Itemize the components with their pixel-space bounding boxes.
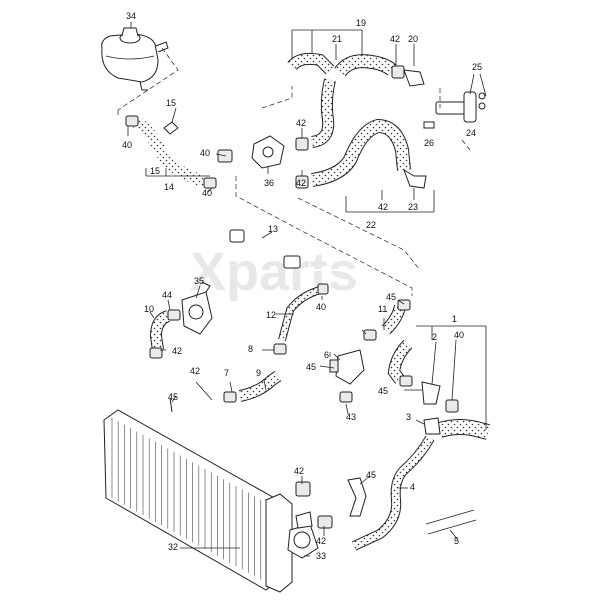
hose-2 <box>387 339 413 384</box>
hose-1 <box>437 419 490 440</box>
clamp <box>423 417 441 435</box>
callout-label: 24 <box>466 128 476 138</box>
callout-label: 11 <box>378 304 387 314</box>
callout-label: 8 <box>248 344 253 354</box>
callout-label: 40 <box>454 330 464 340</box>
flange-24 <box>423 91 486 129</box>
connector-20 <box>403 69 425 87</box>
connector-23 <box>403 168 427 189</box>
callout-label: 42 <box>390 34 400 44</box>
callout-label: 12 <box>266 310 276 320</box>
callout-label: 32 <box>168 542 178 552</box>
callout-label: 9 <box>256 368 261 378</box>
clamp <box>399 375 413 387</box>
callout-label: 21 <box>332 34 342 44</box>
callout-label: 45 <box>378 386 388 396</box>
connector-15 <box>163 121 179 135</box>
callout-label: 40 <box>316 302 326 312</box>
clamp <box>167 309 181 321</box>
callout-label: 22 <box>366 220 376 230</box>
callout-label: 4 <box>410 482 415 492</box>
callout-label: 35 <box>194 276 204 286</box>
callout-label: 42 <box>190 366 200 376</box>
callout-label: 33 <box>316 551 326 561</box>
pipe-13 <box>211 189 361 285</box>
pump-33 <box>287 511 319 559</box>
callout-label: 15 <box>150 166 160 176</box>
callout-label: 23 <box>408 202 418 212</box>
callout-label: 26 <box>424 138 434 148</box>
clamp <box>273 343 287 355</box>
callout-label: 13 <box>268 224 278 234</box>
callout-label: 42 <box>316 536 326 546</box>
clamp <box>391 65 405 79</box>
pipe-8 <box>157 359 227 404</box>
callout-label: 45 <box>386 292 396 302</box>
callout-label: 42 <box>294 466 304 476</box>
hose-12 <box>278 286 322 342</box>
hose-3 <box>351 435 435 551</box>
callout-label: 7 <box>224 368 229 378</box>
callout-label: 2 <box>432 332 437 342</box>
clamp <box>317 283 329 295</box>
callout-label: 15 <box>166 98 176 108</box>
callout-label: 45 <box>366 470 376 480</box>
callout-label: 40 <box>122 140 132 150</box>
clamp <box>397 299 411 311</box>
clamp <box>363 329 377 341</box>
callout-label: 42 <box>296 118 306 128</box>
clamp <box>339 391 353 403</box>
clamp <box>203 177 217 189</box>
callout-label: 40 <box>200 148 210 158</box>
clamp <box>317 515 333 529</box>
connector-6 <box>329 349 365 385</box>
clamp <box>295 481 311 497</box>
callout-label: 25 <box>472 62 482 72</box>
callout-label: 42 <box>378 202 388 212</box>
pump-35 <box>181 281 213 335</box>
clamp <box>149 347 163 359</box>
callout-label: 42 <box>296 178 306 188</box>
hose-7 <box>238 371 282 402</box>
connector-2 <box>421 381 441 405</box>
callout-label: 1 <box>452 314 457 324</box>
callout-label: 5 <box>454 536 459 546</box>
callout-label: 3 <box>406 412 411 422</box>
callout-label: 19 <box>356 18 366 28</box>
hose-10 <box>149 310 171 351</box>
callout-label: 40 <box>202 188 212 198</box>
bracket-4 <box>347 477 367 517</box>
clamp <box>295 137 309 151</box>
radiator-32 <box>103 409 293 593</box>
callout-label: 34 <box>126 11 136 21</box>
callout-label: 36 <box>264 178 274 188</box>
clamp <box>125 115 139 127</box>
clamp <box>445 399 459 413</box>
callout-label: 20 <box>408 34 418 44</box>
callout-label: 44 <box>162 290 172 300</box>
callout-label: 14 <box>164 182 174 192</box>
callout-label: 43 <box>346 412 356 422</box>
bolt-9 <box>169 397 173 413</box>
callout-label: 6 <box>324 350 329 360</box>
clamp <box>223 391 237 403</box>
callout-label: 42 <box>172 346 182 356</box>
hose-22 <box>310 118 411 187</box>
thermostat-housing <box>217 135 285 169</box>
callout-label: 45 <box>168 392 178 402</box>
callout-label: 10 <box>144 304 154 314</box>
watermark-text: Xparts <box>190 242 358 302</box>
callout-label: 45 <box>306 362 316 372</box>
sensor-5 <box>425 509 477 535</box>
expansion-tank <box>101 27 169 91</box>
hose-19 <box>287 52 397 148</box>
